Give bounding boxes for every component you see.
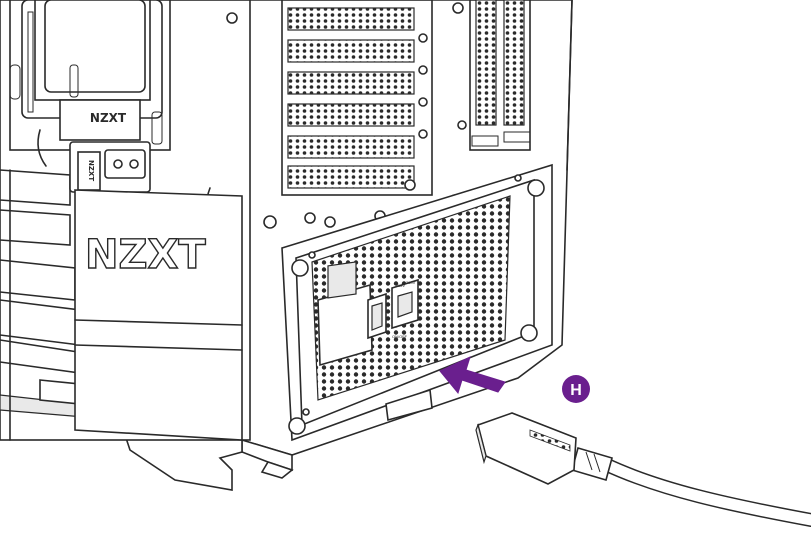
- thumbscrew-bottom-right: [520, 324, 538, 342]
- step-badge-letter: H: [570, 382, 582, 399]
- logo-small: NZXT: [90, 111, 127, 125]
- step-badge-h: H: [562, 375, 590, 403]
- case-interior: NZXT NZXT NZXT: [0, 0, 251, 441]
- thumbscrew-top-right: [527, 179, 545, 197]
- expansion-slots: [226, 0, 464, 229]
- thumbscrew-top-left: [291, 259, 309, 277]
- power-switch-label: ON/OFF: [392, 334, 408, 339]
- switch-label-2: 230V: [406, 280, 416, 285]
- switch-label-1: 115V: [396, 283, 405, 288]
- thumbscrew-bottom-left: [288, 417, 306, 435]
- vertical-gpu-slots: [457, 0, 531, 151]
- psu-bracket: 115V 230V ON/OFF: [281, 163, 553, 442]
- logo-vertical: NZXT: [87, 160, 95, 181]
- power-cable: [475, 412, 811, 527]
- insert-direction-arrow: [439, 356, 506, 395]
- logo-large: NZXT: [85, 232, 206, 278]
